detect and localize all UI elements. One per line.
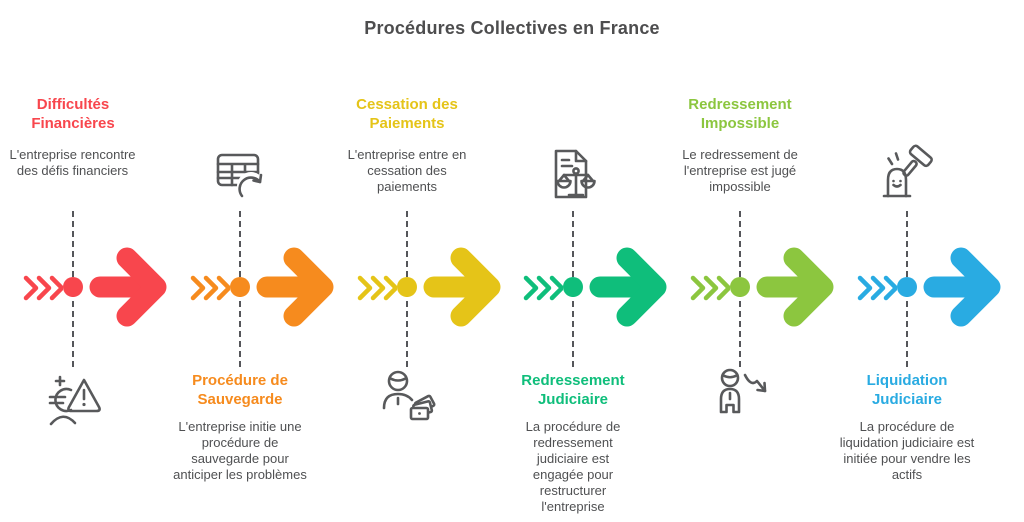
page-title: Procédures Collectives en France <box>364 18 660 38</box>
stage-label: Liquidation Judiciaire <box>866 372 948 408</box>
stage-description: Le redressement de l'entreprise est jugé… <box>682 147 798 194</box>
person-money-icon <box>382 370 436 421</box>
person-decline-icon <box>719 368 767 414</box>
timeline-chevrons-icon <box>857 275 897 301</box>
gavel-tombstone-icon <box>882 144 933 198</box>
stage-description: L'entreprise initie une procédure de sau… <box>173 419 307 482</box>
timeline-arrow-icon <box>256 247 334 327</box>
table-refresh-icon <box>216 153 265 200</box>
timeline-dot <box>230 277 250 297</box>
stage-label: Cessation des Paiements <box>356 96 458 132</box>
timeline-arrow-icon <box>589 247 667 327</box>
stage-description: La procédure de liquidation judiciaire e… <box>839 419 975 482</box>
stage-label: Difficultés Financières <box>31 96 115 132</box>
euro-warning-icon <box>48 375 101 426</box>
timeline-arrow-icon <box>923 247 1001 327</box>
timeline-chevrons-icon <box>357 275 397 301</box>
stage-label: Procédure de Sauvegarde <box>192 372 288 408</box>
timeline-chevrons-icon <box>23 275 63 301</box>
timeline-dot <box>897 277 917 297</box>
stage-label: Redressement Impossible <box>688 96 792 132</box>
stage-description: L'entreprise entre en cessation des paie… <box>347 147 467 194</box>
timeline-dot <box>397 277 417 297</box>
document-scales-icon <box>554 149 596 199</box>
stage-description: La procédure de redressement judiciaire … <box>525 419 621 514</box>
timeline-dot <box>563 277 583 297</box>
timeline-arrow-icon <box>423 247 501 327</box>
timeline-chevrons-icon <box>690 275 730 301</box>
timeline-chevrons-icon <box>190 275 230 301</box>
timeline-arrow-icon <box>89 247 167 327</box>
timeline-arrow-icon <box>756 247 834 327</box>
stage-description: L'entreprise rencontre des défis financi… <box>9 147 136 178</box>
timeline-chevrons-icon <box>523 275 563 301</box>
timeline-dot <box>63 277 83 297</box>
timeline-dot <box>730 277 750 297</box>
stage-label: Redressement Judiciaire <box>521 372 625 408</box>
